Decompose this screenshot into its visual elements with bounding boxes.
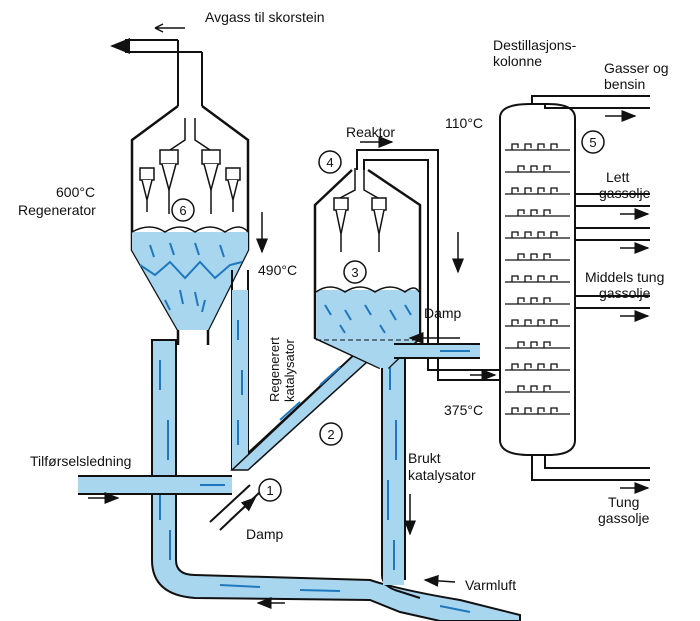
label-temp-490: 490°C	[258, 262, 297, 278]
label-heavy-gasoil-2: gassolje	[598, 510, 650, 526]
marker-3: 3	[351, 265, 358, 280]
marker-1: 1	[266, 483, 273, 498]
label-column-title-1: Destillasjons-	[493, 37, 577, 53]
label-steam-top: Damp	[424, 305, 462, 321]
labels: Avgass til skorstein Destillasjons- kolo…	[18, 9, 669, 593]
label-hot-air: Varmluft	[465, 577, 516, 593]
marker-6-circle	[171, 198, 195, 222]
label-medium-gasoil-1: Middels tung	[585, 269, 664, 285]
number-markers: 1 2 3 4 5 6	[171, 130, 605, 502]
marker-3-circle	[343, 260, 367, 284]
marker-4: 4	[326, 155, 333, 170]
label-gas-petrol-2: bensin	[604, 76, 645, 92]
label-temp-600: 600°C	[56, 184, 95, 200]
label-light-gasoil-2: gassolje	[599, 185, 651, 201]
label-heavy-gasoil-1: Tung	[608, 494, 639, 510]
flow-arrow-hot-air	[423, 574, 456, 587]
label-spent-cat-2: katalysator	[408, 467, 476, 483]
label-reactor: Reaktor	[346, 124, 395, 140]
label-spent-cat-1: Brukt	[408, 450, 441, 466]
marker-6: 6	[179, 203, 186, 218]
regenerator-vessel	[110, 23, 250, 345]
label-regenerator: Regenerator	[18, 202, 96, 218]
marker-2-circle	[319, 422, 343, 446]
catalyst-riser	[78, 270, 379, 531]
label-light-gasoil-1: Lett	[606, 169, 629, 185]
label-steam-bottom: Damp	[246, 526, 284, 542]
marker-2: 2	[327, 427, 334, 442]
label-exhaust: Avgass til skorstein	[205, 9, 325, 25]
label-gas-petrol-1: Gasser og	[604, 60, 669, 76]
marker-4-circle	[318, 150, 342, 174]
bottom-transport-pipe	[151, 330, 521, 621]
marker-5-circle	[581, 130, 605, 154]
distillation-column	[499, 95, 650, 494]
marker-1-circle	[258, 478, 282, 502]
reactor-vessel	[313, 136, 508, 381]
label-temp-375: 375°C	[444, 402, 483, 418]
label-column-title-2: kolonne	[493, 53, 542, 69]
label-medium-gasoil-2: gassolje	[599, 285, 651, 301]
label-feed-line: Tilførselsledning	[30, 453, 131, 469]
label-regen-cat-2: katalysator	[282, 338, 297, 402]
label-regen-cat-1: Regenerert	[267, 337, 282, 402]
label-temp-110: 110°C	[445, 115, 483, 131]
marker-5: 5	[589, 135, 596, 150]
